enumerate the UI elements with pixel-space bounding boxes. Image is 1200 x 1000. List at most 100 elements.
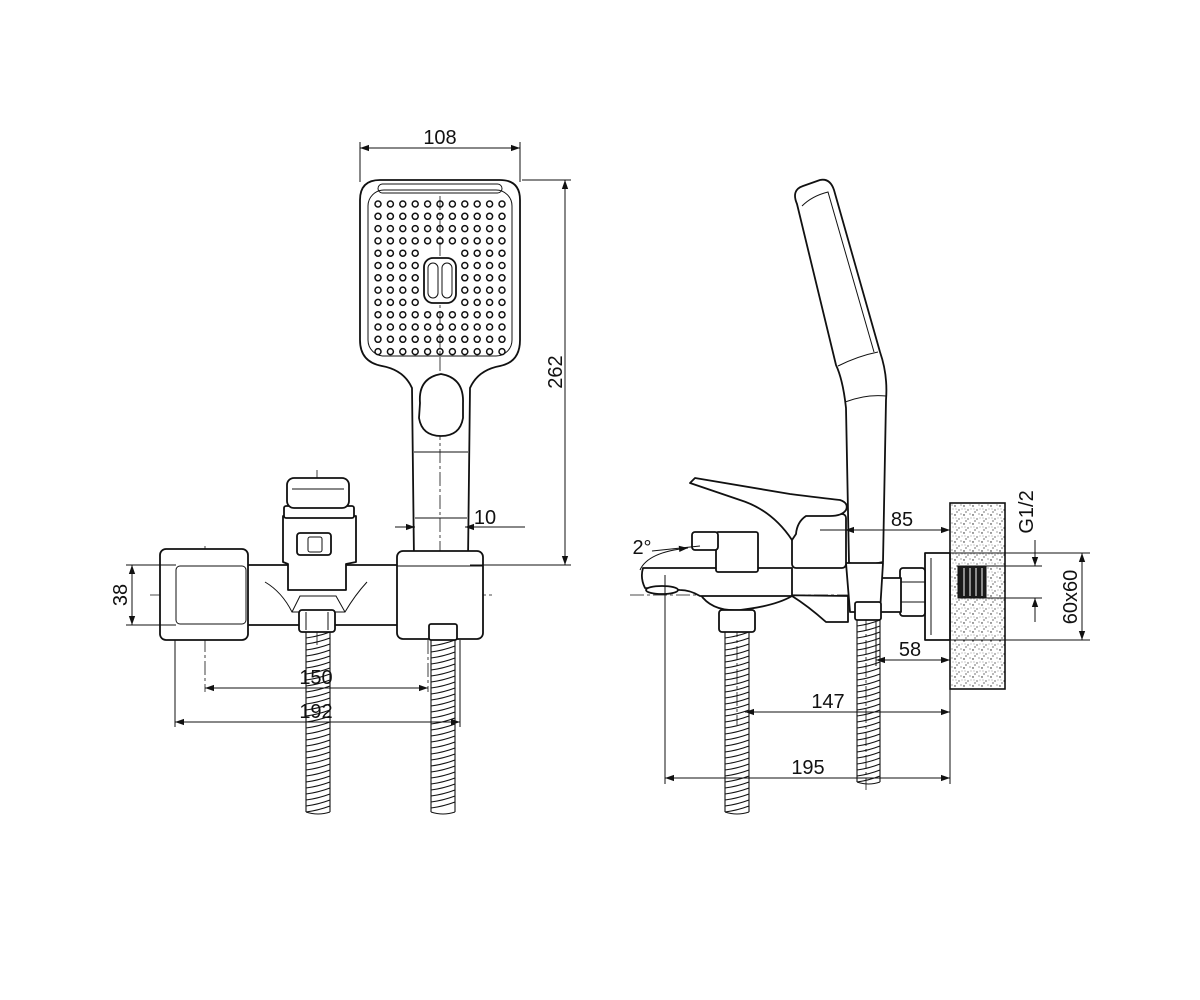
dimension-label-total-height: 262	[545, 355, 567, 388]
nozzle-dot	[473, 261, 481, 270]
hose-coil	[724, 655, 750, 663]
nozzle-dot	[473, 335, 481, 344]
nozzle-dot	[498, 261, 506, 270]
nozzle-dot	[448, 212, 457, 221]
nozzle-dot	[473, 274, 481, 282]
nozzle-dot	[448, 200, 457, 208]
hose-coil	[724, 793, 750, 801]
hose-coil	[430, 717, 456, 725]
hose-coil	[305, 781, 331, 789]
nozzle-dot	[461, 212, 469, 221]
nozzle-dot	[411, 347, 419, 356]
hose-coil	[856, 625, 881, 633]
hose-coil	[724, 787, 750, 795]
nozzle-dot	[423, 323, 432, 331]
nozzle-dot	[399, 347, 407, 356]
hose-coil	[305, 793, 331, 801]
nozzle-dot	[485, 249, 494, 257]
hose-coil	[856, 661, 881, 669]
hose-coil	[724, 769, 750, 777]
nozzle-dot	[386, 224, 395, 233]
hose-end	[724, 811, 750, 815]
hose-coil	[305, 661, 331, 669]
nozzle-dot	[448, 335, 457, 344]
nozzle-dot	[411, 212, 419, 221]
hose-coil	[724, 757, 750, 765]
nozzle-dot	[473, 249, 481, 257]
nozzle-dot	[473, 310, 481, 319]
hose-coil	[856, 727, 881, 735]
nozzle-dot	[473, 237, 481, 245]
nozzle-dot	[498, 212, 506, 221]
nozzle-dot	[386, 237, 395, 245]
nozzle-dot	[423, 310, 432, 319]
hose-coil	[724, 673, 750, 681]
nozzle-dot	[436, 200, 444, 208]
diverter-knob-side	[691, 531, 719, 551]
hose-coil	[724, 775, 750, 783]
hose-coil	[724, 763, 750, 771]
hose-coil	[430, 801, 456, 809]
hose-coil	[430, 777, 456, 785]
hose-coil	[430, 711, 456, 719]
nozzle-dot	[399, 323, 407, 331]
hose-coil	[305, 673, 331, 681]
nozzle-dot	[374, 212, 382, 221]
hose-nut-right	[428, 623, 458, 641]
nozzle-dot	[461, 286, 469, 294]
hose-coil	[724, 691, 750, 699]
nozzle-dot	[485, 224, 494, 233]
nozzle-dot	[399, 200, 407, 208]
nozzle-dot	[485, 310, 494, 319]
nozzle-dot	[386, 335, 395, 344]
nozzle-dot	[461, 323, 469, 331]
dimension-label-wall-offset: 58	[899, 639, 921, 661]
nozzle-dot	[448, 323, 457, 331]
hose-coil	[430, 795, 456, 803]
threaded-inlet	[957, 565, 987, 599]
hose-coil	[430, 765, 456, 773]
hose-coil	[724, 703, 750, 711]
nozzle-dot	[423, 335, 432, 344]
nozzle-dot	[374, 224, 382, 233]
spray-face-top-band	[377, 183, 503, 194]
dimension-label-center-distance: 150	[299, 667, 332, 689]
dimension-label-spout-angle: 2°	[632, 537, 651, 559]
hose-coil	[430, 747, 456, 755]
hose-coil	[856, 739, 881, 747]
hose-coil	[430, 759, 456, 767]
hose-coil	[305, 745, 331, 753]
mixer-lever	[689, 477, 848, 541]
nozzle-dot	[386, 286, 395, 294]
hose-coil	[430, 741, 456, 749]
diverter-wedge-inner	[291, 595, 346, 613]
nozzle-dot	[498, 274, 506, 282]
nozzle-dot	[423, 200, 432, 208]
hose-coil	[305, 733, 331, 741]
hose-coil	[305, 697, 331, 705]
nozzle-dot	[374, 286, 382, 294]
nozzle-dot	[448, 347, 457, 356]
nozzle-dot	[386, 274, 395, 282]
angle-reference-line	[651, 545, 701, 552]
spray-mode-button-right	[441, 262, 453, 299]
hose-coil	[856, 775, 881, 783]
nozzle-dot	[374, 200, 382, 208]
hose-coil	[724, 631, 750, 639]
mixer-underside	[699, 593, 849, 623]
nozzle-dot	[485, 237, 494, 245]
nozzle-dot	[374, 274, 382, 282]
nozzle-dot	[423, 212, 432, 221]
hose-coil	[430, 771, 456, 779]
hose-coil	[430, 663, 456, 671]
nozzle-dot	[399, 237, 407, 245]
hose-coil	[724, 799, 750, 807]
hose-coil	[856, 667, 881, 675]
nozzle-dot	[461, 224, 469, 233]
nozzle-dot	[436, 224, 444, 233]
nozzle-dot	[485, 286, 494, 294]
hose-coil	[724, 697, 750, 705]
dimension-label-body-height: 38	[110, 584, 132, 606]
hose-coil	[856, 733, 881, 741]
hose-coil	[430, 789, 456, 797]
